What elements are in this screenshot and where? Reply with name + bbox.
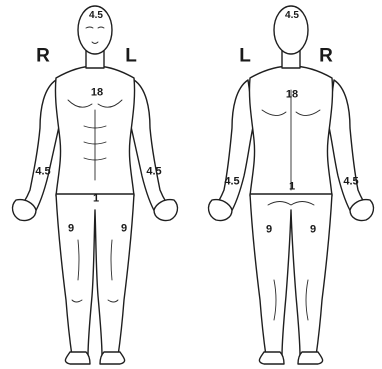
front-left-leg-percentage: 9	[121, 224, 127, 235]
front-right-arm-percentage: 4.5	[35, 167, 50, 178]
front-head-percentage: 4.5	[89, 11, 103, 21]
back-trunk-percentage: 18	[286, 90, 298, 101]
back-perineum-percentage: 1	[289, 182, 295, 193]
front-trunk-percentage: 18	[91, 88, 103, 99]
front-left-side-label: L	[125, 47, 137, 66]
front-right-leg-percentage: 9	[68, 224, 74, 235]
front-left-arm-percentage: 4.5	[146, 167, 161, 178]
back-left-leg-percentage: 9	[266, 225, 272, 236]
back-head-percentage: 4.5	[285, 11, 299, 21]
back-left-arm-percentage: 4.5	[224, 177, 239, 188]
front-right-side-label: R	[36, 47, 50, 66]
back-right-leg-percentage: 9	[310, 225, 316, 236]
front-perineum-percentage: 1	[93, 194, 99, 205]
back-left-side-label: L	[239, 47, 251, 66]
back-right-side-label: R	[319, 47, 333, 66]
back-right-arm-percentage: 4.5	[343, 177, 358, 188]
